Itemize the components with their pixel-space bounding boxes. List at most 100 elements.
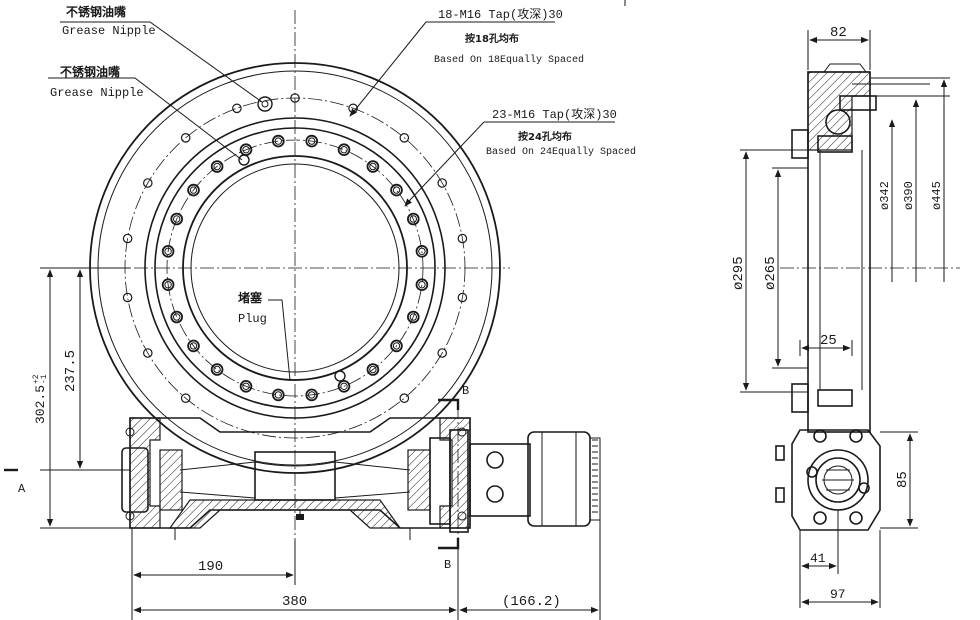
section-label-b-top: B — [462, 384, 469, 398]
grease-nipple-2-en: Grease Nipple — [50, 86, 144, 100]
front-view: 不锈钢油嘴 Grease Nipple 不锈钢油嘴 Grease Nipple … — [4, 4, 636, 620]
inner-bolt-hole — [271, 134, 285, 148]
tap-18-title: 18-M16 Tap(攻深)30 — [438, 7, 563, 22]
ring-gap-inner — [154, 127, 436, 409]
inner-pitch-circle — [166, 139, 424, 397]
dim-295: ø295 — [731, 256, 747, 290]
inner-bolt-hole — [210, 160, 224, 173]
inner-bolt-hole — [305, 134, 319, 148]
plug-cn: 堵塞 — [238, 290, 263, 305]
inner-bolt-hole — [187, 183, 200, 197]
inner-bolt-hole-core — [173, 313, 181, 321]
tap-23-cn: 按24孔均布 — [518, 130, 572, 143]
dim-41: 41 — [810, 551, 826, 566]
inner-bolt-hole-core — [369, 365, 377, 374]
ring-gap-outer — [144, 117, 446, 419]
worm-housing — [121, 417, 471, 540]
inner-bolt-hole — [366, 363, 380, 376]
inner-bolt-hole-core — [173, 215, 181, 223]
inner-bolt-hole — [390, 339, 403, 353]
inner-bolt-hole-core — [308, 391, 316, 399]
outer-bolt-hole — [399, 393, 410, 403]
inner-bolt-hole — [239, 379, 253, 393]
grease-nipple-top-core — [261, 100, 269, 108]
inner-bolt-hole — [170, 310, 184, 324]
inner-bolt-hole-core — [418, 247, 426, 256]
outer-bolt-hole — [437, 348, 447, 358]
dim-342: ø342 — [878, 181, 892, 210]
inner-bolt-hole-core — [340, 382, 348, 390]
inner-bolt-hole-core — [242, 146, 250, 154]
plug-en: Plug — [238, 312, 267, 326]
section-label-b-bottom: B — [444, 558, 451, 572]
outer-bolt-hole — [457, 233, 468, 244]
inner-bolt-hole-core — [409, 313, 417, 321]
outer-bolt-hole — [143, 348, 153, 358]
dim-302-tol-upper: +2 — [32, 374, 41, 384]
inner-bolt-hole — [210, 363, 224, 376]
inner-bolt-hole — [170, 212, 184, 226]
outer-bolt-hole — [122, 292, 133, 303]
dim-302: 302.5 — [33, 385, 48, 424]
grease-nipple-top — [257, 96, 273, 112]
dim-302-group: 302.5 +2 -1 — [32, 374, 49, 424]
grease-nipple-1-cn: 不锈钢油嘴 — [66, 4, 126, 19]
inner-bolt-hole — [161, 245, 175, 258]
grease-nipple-bottom — [334, 370, 346, 382]
section-label-a: A — [18, 482, 26, 496]
inner-bolt-hole — [337, 143, 351, 157]
inner-bolt-hole-core — [189, 186, 198, 194]
callout-leaders — [48, 21, 615, 381]
inner-bolt-hole-core — [164, 247, 172, 256]
outer-bolt-hole — [457, 292, 468, 303]
inner-bolt-hole — [406, 310, 420, 324]
outer-bolt-hole — [232, 103, 242, 114]
dim-302-tol-lower: -1 — [40, 374, 49, 384]
inner-bolt-hole-core — [308, 137, 316, 145]
dim-380: 380 — [282, 594, 307, 610]
outer-bolt-hole — [143, 178, 153, 188]
inner-bolt-hole — [337, 379, 351, 393]
front-dimensions — [40, 267, 601, 620]
inner-bolt-hole — [406, 212, 420, 226]
dim-190: 190 — [198, 559, 223, 575]
inner-bolt-hole-core — [392, 186, 401, 194]
inner-bolt-hole — [305, 388, 319, 402]
dim-265: ø265 — [763, 256, 779, 290]
grease-nipple-side — [238, 154, 250, 166]
outer-bolt-hole — [399, 133, 410, 143]
inner-bolt-hole-core — [340, 146, 348, 154]
inner-bolt-hole — [415, 245, 429, 258]
outer-bolt-hole — [290, 93, 300, 103]
outer-bolt-hole — [437, 178, 447, 188]
dim-82: 82 — [830, 25, 847, 41]
grease-nipple-1-en: Grease Nipple — [62, 24, 156, 38]
dim-445: ø445 — [930, 181, 944, 210]
outer-bolt-hole — [180, 393, 191, 403]
dim-390: ø390 — [902, 181, 916, 210]
inner-bolt-hole-core — [164, 281, 172, 289]
dim-85: 85 — [895, 471, 911, 488]
inner-bolt-hole-core — [189, 342, 198, 350]
inner-bolt-hole-core — [418, 281, 426, 289]
dim-166: (166.2) — [502, 594, 561, 610]
inner-bolt-hole-core — [409, 215, 417, 223]
tap-18-en: Based On 18Equally Spaced — [434, 54, 584, 66]
inner-bolt-hole — [415, 278, 429, 292]
side-view: 82 ø342 ø390 ø445 ø295 ø265 25 85 41 97 — [624, 0, 960, 608]
tap-18-cn: 按18孔均布 — [465, 32, 519, 45]
inner-bolt-hole — [366, 160, 380, 173]
inner-bolt-hole-core — [274, 137, 282, 145]
inner-bolt-hole — [390, 183, 403, 197]
inner-bolt-hole-core — [274, 391, 282, 399]
inner-bolt-hole — [271, 388, 285, 402]
drive-motor — [469, 431, 601, 527]
inner-bore — [182, 155, 408, 381]
outer-bolt-hole — [122, 233, 133, 244]
tap-23-en: Based On 24Equally Spaced — [486, 146, 636, 158]
bolt-holes — [122, 93, 468, 403]
inner-bore-chamfer — [190, 163, 400, 373]
outer-bolt-hole — [180, 133, 191, 143]
